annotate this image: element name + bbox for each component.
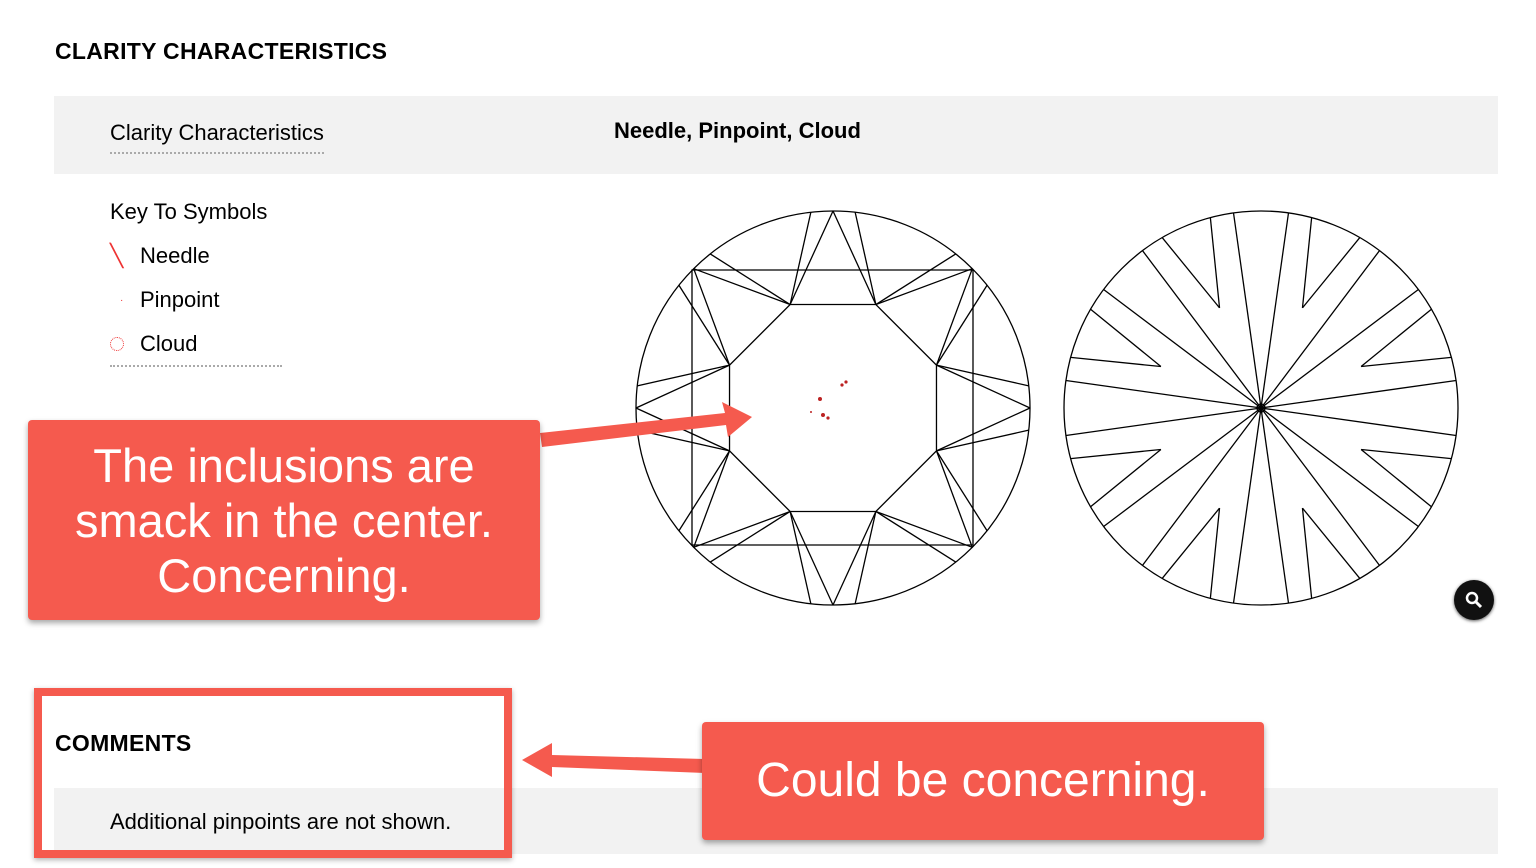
facet-line — [1141, 407, 1262, 566]
facet-line — [728, 303, 938, 513]
facet-line — [1360, 308, 1432, 368]
facet-line — [691, 269, 974, 546]
facet-line — [1209, 508, 1221, 599]
section-title: CLARITY CHARACTERISTICS — [55, 38, 388, 64]
crown-diagram — [635, 210, 1031, 606]
comments-text: Additional pinpoints are not shown. — [110, 809, 452, 834]
zoom-button[interactable] — [1454, 580, 1494, 620]
facet-line — [875, 510, 973, 548]
facet-line — [1260, 407, 1290, 604]
facet-line — [1070, 356, 1161, 368]
facet-line — [1260, 407, 1457, 437]
facet-line — [1260, 250, 1381, 409]
facet-line — [693, 268, 791, 306]
facet-line — [1065, 379, 1262, 409]
facet-line — [1063, 210, 1459, 606]
facet-line — [1260, 288, 1419, 409]
key-pinpoint: · Pinpoint — [110, 287, 220, 313]
comments-highlight-box — [34, 688, 512, 858]
facet-line — [935, 284, 988, 366]
facet-line — [935, 450, 988, 532]
facet-line — [1361, 448, 1452, 460]
facet-line — [936, 364, 1031, 409]
pinpoint-mark — [844, 380, 848, 384]
facet-line — [832, 210, 877, 305]
comments-title: COMMENTS — [55, 730, 192, 756]
facet-line — [1361, 356, 1452, 368]
key-title: Key To Symbols — [110, 199, 268, 224]
key-label: Needle — [140, 243, 210, 268]
facet-line — [789, 212, 812, 305]
facet-line — [1301, 507, 1361, 579]
facet-line — [1161, 507, 1221, 579]
facet-line — [1103, 407, 1262, 528]
facet-line — [789, 210, 834, 305]
facet-line — [1301, 237, 1361, 309]
key-label: Cloud — [140, 331, 198, 356]
callout-inclusions-center: The inclusions are smack in the center. … — [28, 420, 540, 620]
facet-line — [936, 429, 1029, 452]
facet-line — [1103, 288, 1262, 409]
facet-line — [635, 364, 730, 409]
facet-line — [854, 511, 877, 604]
cloud-icon — [110, 331, 140, 357]
facet-line — [1065, 407, 1262, 437]
pavilion-diagram — [1063, 210, 1459, 606]
facet-line — [1360, 448, 1432, 508]
key-needle: ╲ Needle — [110, 243, 210, 269]
facet-line — [693, 450, 731, 548]
facet-line — [1209, 217, 1221, 308]
pinpoint-mark — [818, 397, 822, 401]
facet-line — [789, 511, 812, 604]
facet-line — [875, 268, 973, 306]
facet-line — [1141, 250, 1262, 409]
pinpoint-mark — [826, 416, 830, 420]
arrow-bottom — [522, 743, 705, 777]
arrow-top — [540, 402, 752, 447]
facet-line — [709, 253, 791, 306]
key-divider — [110, 365, 282, 367]
facet-line — [1301, 508, 1313, 599]
facet-line — [709, 510, 791, 563]
needle-icon: ╲ — [110, 243, 124, 268]
facet-line — [935, 268, 973, 366]
facet-line — [693, 510, 791, 548]
key-cloud: Cloud — [110, 331, 197, 357]
magnifier-icon — [1465, 591, 1483, 609]
facet-line — [678, 284, 731, 366]
facet-line — [1260, 407, 1419, 528]
facet-line — [678, 450, 731, 532]
clarity-row: Clarity Characteristics Needle, Pinpoint… — [54, 96, 1498, 174]
facet-line — [875, 510, 957, 563]
callout-could-be-concerning: Could be concerning. — [702, 722, 1264, 840]
pinpoint-mark — [810, 411, 812, 413]
facet-line — [936, 364, 1029, 387]
facet-line — [832, 511, 877, 606]
facet-line — [854, 212, 877, 305]
clarity-row-label[interactable]: Clarity Characteristics — [110, 120, 324, 154]
facet-line — [1090, 308, 1162, 368]
facet-line — [1070, 448, 1161, 460]
clarity-row-value: Needle, Pinpoint, Cloud — [614, 118, 861, 143]
facet-line — [789, 511, 834, 606]
pinpoint-mark — [821, 413, 825, 417]
facet-line — [1161, 237, 1221, 309]
facet-line — [1232, 212, 1262, 409]
facet-line — [1260, 407, 1381, 566]
facet-line — [693, 268, 731, 366]
pinpoint-icon: · — [120, 294, 124, 306]
facet-line — [1260, 379, 1457, 409]
facet-line — [637, 364, 730, 387]
facet-line — [1232, 407, 1262, 604]
facet-line — [875, 253, 957, 306]
facet-line — [1260, 212, 1290, 409]
key-label: Pinpoint — [140, 287, 220, 312]
facet-line — [1090, 448, 1162, 508]
inclusions — [810, 380, 848, 420]
facet-line — [1301, 217, 1313, 308]
facet-line — [935, 450, 973, 548]
pinpoint-mark — [840, 383, 844, 387]
facet-line — [936, 407, 1031, 452]
